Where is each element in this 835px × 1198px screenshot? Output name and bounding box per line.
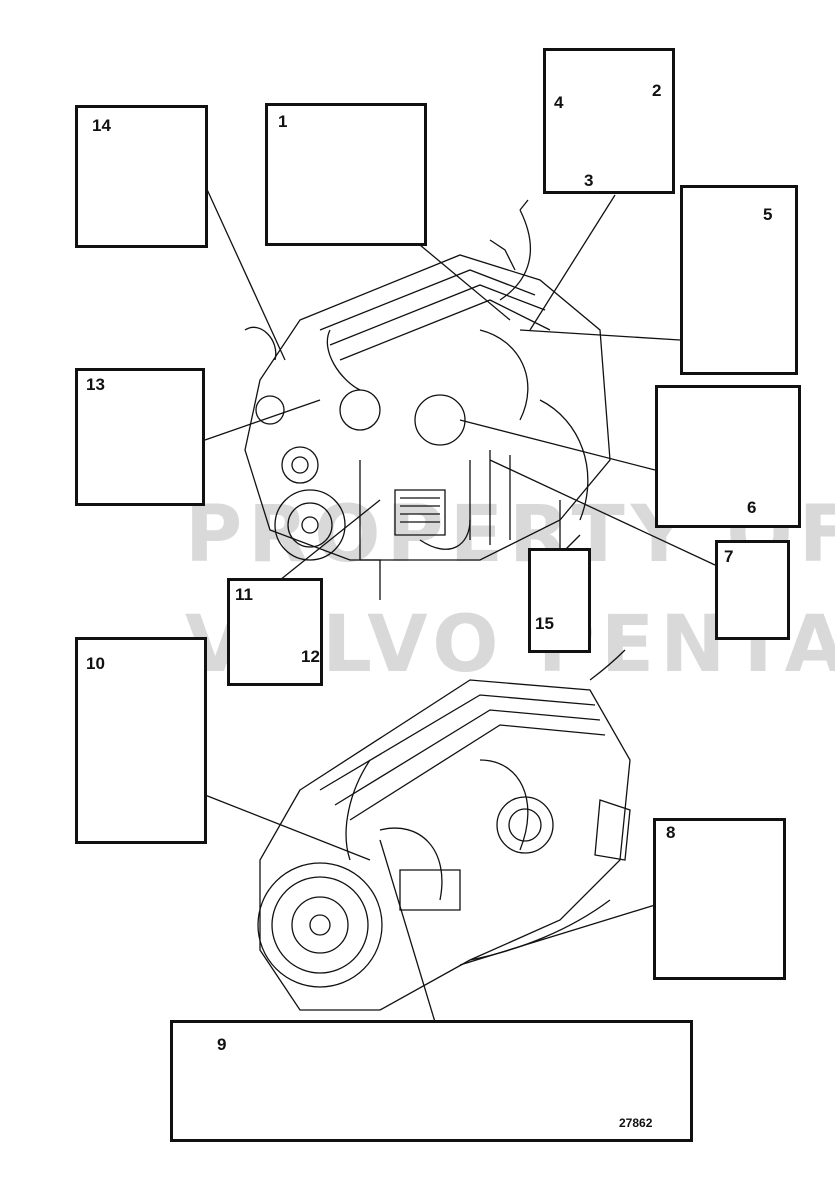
callout-number-13: 13	[86, 375, 105, 394]
callout-number-14: 14	[92, 116, 111, 135]
callout-number-12: 12	[301, 647, 320, 666]
callout-number-1: 1	[278, 112, 288, 131]
leader-line-8	[459, 904, 656, 966]
callout-box-11-12[interactable]: 11 12	[227, 578, 323, 686]
callout-box-2-3-4[interactable]: 4 2 3	[543, 48, 675, 194]
leader-line-5	[519, 329, 681, 341]
callout-box-10[interactable]: 10	[75, 637, 207, 844]
callout-box-5[interactable]: 5	[680, 185, 798, 375]
callout-number-3: 3	[584, 171, 594, 190]
callout-box-1[interactable]: 1	[265, 103, 427, 246]
reference-number: 27862	[619, 1116, 653, 1130]
callout-box-9[interactable]: 9 27862	[170, 1020, 693, 1142]
callout-number-8: 8	[666, 823, 676, 842]
callout-number-9: 9	[217, 1035, 227, 1054]
callout-box-14[interactable]: 14	[75, 105, 208, 248]
callout-number-11: 11	[235, 585, 253, 604]
callout-box-8[interactable]: 8	[653, 818, 786, 980]
callout-number-2: 2	[652, 81, 662, 100]
leader-line-14	[204, 184, 286, 361]
callout-number-15: 15	[535, 614, 554, 633]
leader-line-2	[529, 194, 616, 331]
callout-number-10: 10	[86, 654, 105, 673]
leader-line-1	[419, 244, 511, 321]
callout-number-4: 4	[554, 93, 564, 112]
leader-line-6	[459, 419, 656, 471]
callout-number-7: 7	[724, 547, 734, 566]
leader-line-13	[204, 399, 321, 441]
leader-line-7	[489, 459, 716, 566]
callout-box-13[interactable]: 13	[75, 368, 205, 506]
leader-line-11	[279, 499, 381, 581]
leader-line-10	[204, 794, 371, 861]
callout-number-5: 5	[763, 205, 773, 224]
upper-engine-drawing	[244, 199, 611, 600]
callout-box-7[interactable]: 7	[715, 540, 790, 640]
callout-box-6[interactable]: 6	[655, 385, 801, 528]
leader-line-9	[379, 839, 436, 1023]
callout-box-15[interactable]: 15	[528, 548, 591, 653]
lower-engine-drawing	[257, 649, 631, 1011]
callout-number-6: 6	[747, 498, 757, 517]
